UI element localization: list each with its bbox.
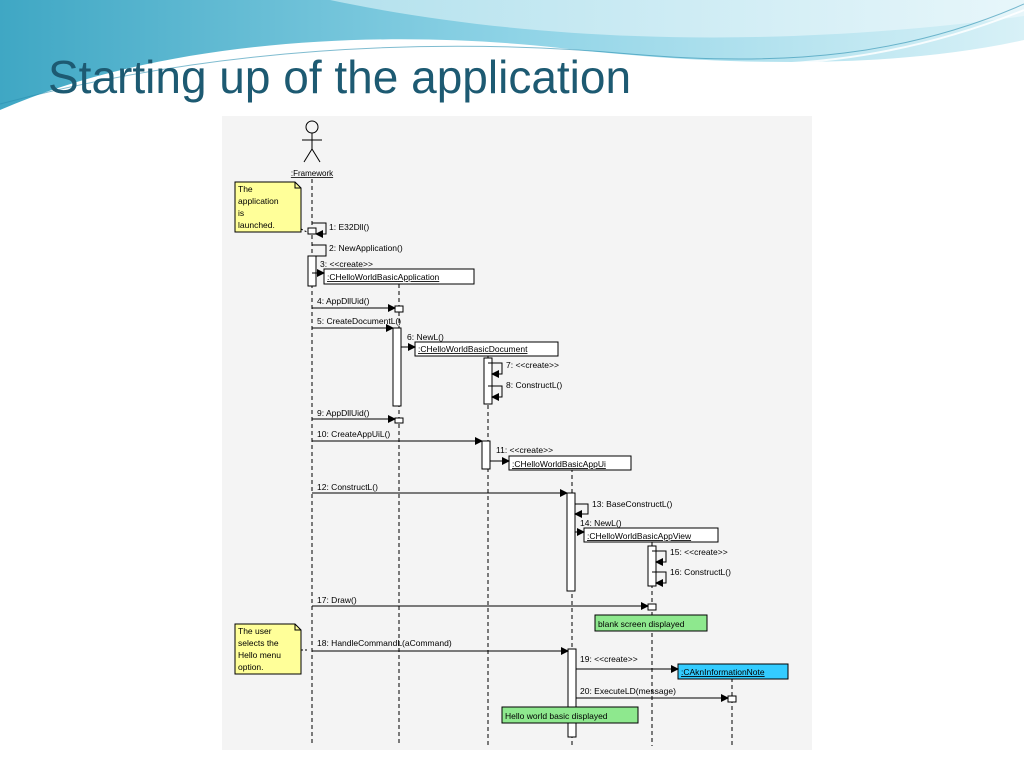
- sequence-diagram: :Framework The application is launched. …: [234, 120, 789, 746]
- object-appview-label: :CHelloWorldBasicAppView: [587, 531, 692, 541]
- note-user: The user selects the Hello menu option.: [234, 623, 309, 675]
- activation-bar: [307, 227, 317, 235]
- message-label: 4: AppDllUid(): [317, 296, 370, 306]
- object-infonote-label: :CAknInformationNote: [681, 667, 765, 677]
- message-arrow: [574, 503, 589, 518]
- message-label: 1: E32Dll(): [329, 222, 369, 232]
- note-launch-line: is: [238, 208, 244, 218]
- state-label: Hello world basic displayed: [505, 711, 608, 721]
- message-label: 9: AppDllUid(): [317, 408, 370, 418]
- object-app-label: :CHelloWorldBasicApplication: [327, 272, 440, 282]
- object-appui-label: :CHelloWorldBasicAppUi: [512, 459, 606, 469]
- activation-bar: [392, 327, 402, 407]
- note-launch: The application is launched.: [234, 181, 310, 234]
- note-launch-line: application: [238, 196, 279, 206]
- activation-bar: [727, 695, 737, 703]
- message-label: 19: <<create>>: [580, 654, 638, 664]
- message-arrow: [488, 385, 503, 401]
- message-label: 10: CreateAppUiL(): [317, 429, 390, 439]
- note-user-line: Hello menu: [238, 650, 281, 660]
- slide-title: Starting up of the application: [48, 51, 632, 103]
- object-doc-label: :CHelloWorldBasicDocument: [418, 344, 528, 354]
- activation-bar: [481, 440, 491, 470]
- activation-bar: [394, 305, 404, 313]
- message-label: 16: ConstructL(): [670, 567, 731, 577]
- message-label: 8: ConstructL(): [506, 380, 562, 390]
- note-user-line: The user: [238, 626, 272, 636]
- message-label: 6: NewL(): [407, 332, 444, 342]
- message-label: 3: <<create>>: [320, 259, 373, 269]
- message-label: 17: Draw(): [317, 595, 357, 605]
- message-arrow: [312, 244, 327, 257]
- diagram-panel: :Framework The application is launched. …: [222, 116, 812, 750]
- message-label: 11: <<create>>: [496, 445, 553, 455]
- message-arrow: [652, 571, 667, 587]
- message-arrows: [312, 222, 729, 702]
- object-doc: :CHelloWorldBasicDocument: [414, 341, 559, 357]
- note-user-line: selects the: [238, 638, 279, 648]
- message-labels: 1: E32Dll() 2: NewApplication() 3: <<cre…: [317, 222, 731, 696]
- message-label: 12: ConstructL(): [317, 482, 378, 492]
- stick-figure-icon: [302, 120, 322, 163]
- state-label: blank screen displayed: [598, 619, 685, 629]
- activation-bar: [566, 492, 576, 592]
- activation-bar: [307, 255, 317, 287]
- state-hello-displayed: Hello world basic displayed: [501, 706, 639, 724]
- activation-bars: [307, 227, 737, 738]
- message-arrow: [488, 362, 503, 378]
- message-label: 5: CreateDocumentL(): [317, 316, 401, 326]
- message-label: 14: NewL(): [580, 518, 622, 528]
- message-label: 20: ExecuteLD(message): [580, 686, 676, 696]
- framework-actor: :Framework: [291, 120, 334, 178]
- message-label: 18: HandleCommandL(aCommand): [317, 638, 452, 648]
- activation-bar: [647, 603, 657, 611]
- object-appview: :CHelloWorldBasicAppView: [583, 527, 719, 543]
- state-blank-screen: blank screen displayed: [594, 614, 708, 632]
- message-label: 2: NewApplication(): [329, 243, 403, 253]
- activation-bar: [394, 417, 404, 424]
- object-appui: :CHelloWorldBasicAppUi: [508, 455, 632, 471]
- message-label: 7: <<create>>: [506, 360, 559, 370]
- note-launch-line: launched.: [238, 220, 275, 230]
- message-label: 15: <<create>>: [670, 547, 728, 557]
- activation-bar: [483, 357, 493, 405]
- message-label: 13: BaseConstructL(): [592, 499, 672, 509]
- note-launch-line: The: [238, 184, 253, 194]
- actor-label: :Framework: [291, 169, 334, 178]
- message-arrow: [312, 222, 327, 238]
- object-app: :CHelloWorldBasicApplication: [323, 268, 475, 285]
- message-arrow: [652, 550, 667, 566]
- activation-bar: [567, 648, 577, 738]
- activation-bar: [647, 545, 657, 587]
- note-user-line: option.: [238, 662, 264, 672]
- object-infonote: :CAknInformationNote: [677, 663, 789, 680]
